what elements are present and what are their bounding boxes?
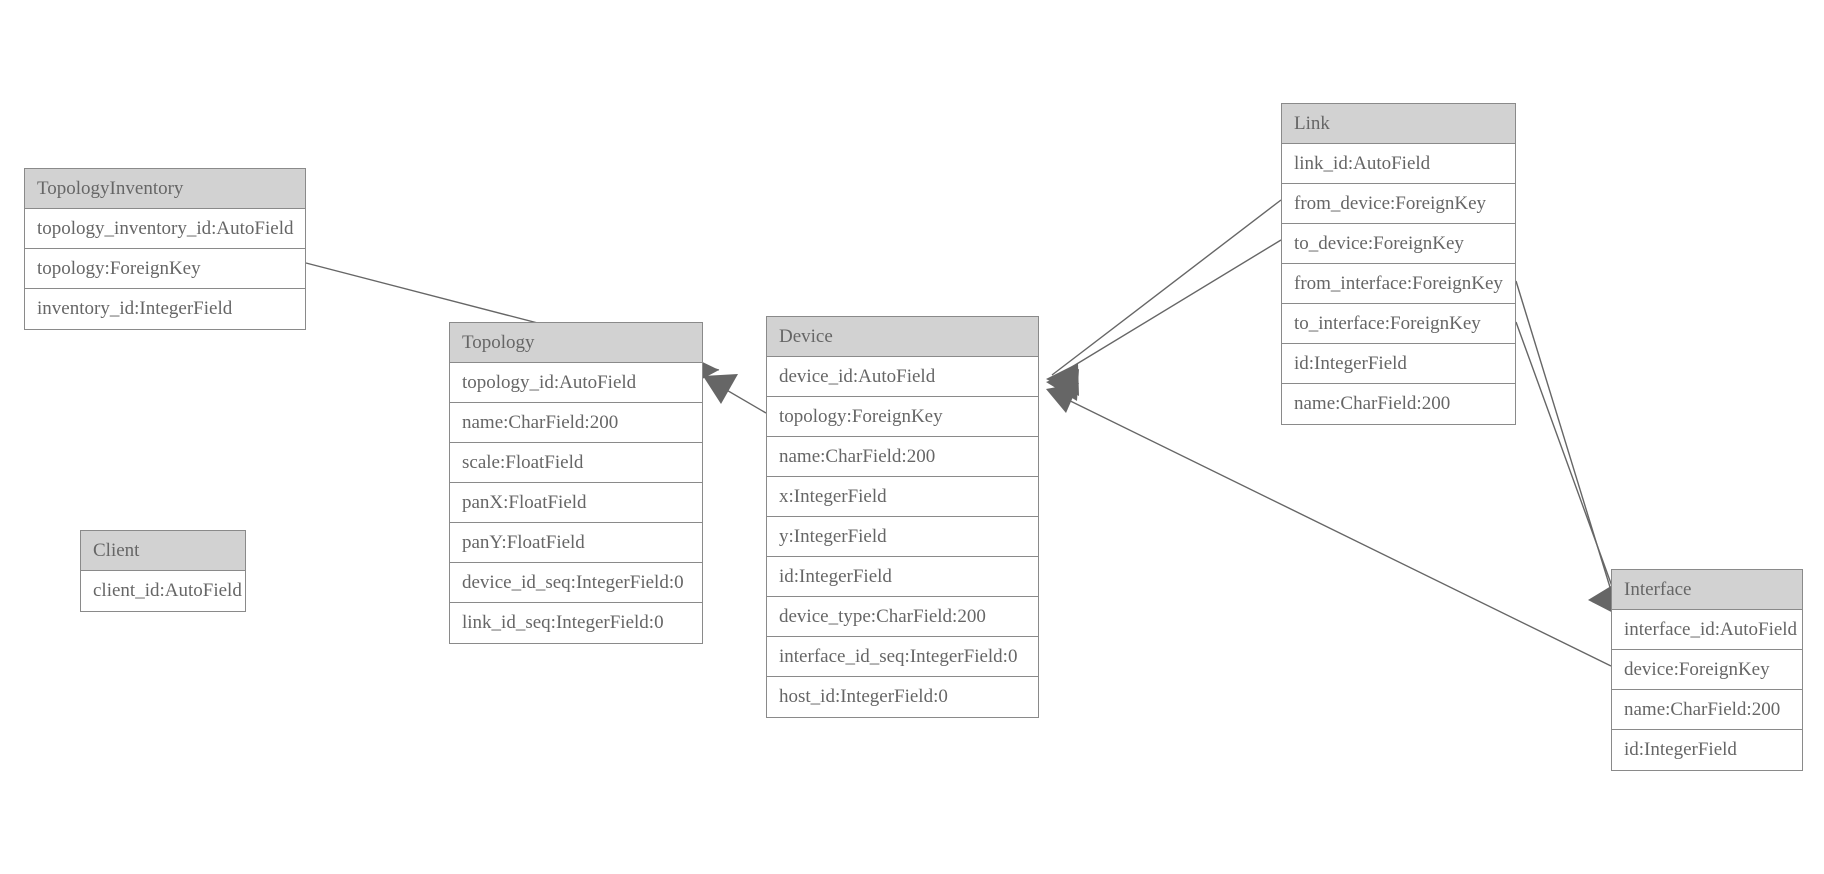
entity-title-link: Link: [1282, 104, 1515, 144]
entity-title-topologyinventory: TopologyInventory: [25, 169, 305, 209]
entity-field: topology_inventory_id:AutoField: [25, 209, 305, 249]
relationship-line-interface-device: [1051, 391, 1612, 667]
entity-field: interface_id_seq:IntegerField:0: [767, 637, 1038, 677]
entity-field: scale:FloatField: [450, 443, 702, 483]
relationship-line-link-to-interface: [1515, 321, 1622, 612]
entity-field: inventory_id:IntegerField: [25, 289, 305, 329]
entity-field: topology:ForeignKey: [767, 397, 1038, 437]
entity-title-interface: Interface: [1612, 570, 1802, 610]
entity-field: x:IntegerField: [767, 477, 1038, 517]
entity-title-topology: Topology: [450, 323, 702, 363]
entity-field: device_type:CharField:200: [767, 597, 1038, 637]
entity-field: interface_id:AutoField: [1612, 610, 1802, 650]
relationship-arrowhead-link-from-device: [1046, 363, 1079, 396]
entity-field: link_id:AutoField: [1282, 144, 1515, 184]
entity-field: from_interface:ForeignKey: [1282, 264, 1515, 304]
entity-field: client_id:AutoField: [81, 571, 245, 611]
entity-field: to_device:ForeignKey: [1282, 224, 1515, 264]
entity-field: name:CharField:200: [767, 437, 1038, 477]
entity-title-device: Device: [767, 317, 1038, 357]
entity-field: topology:ForeignKey: [25, 249, 305, 289]
relationship-arrowhead-interface-device: [1046, 383, 1079, 413]
entity-field: id:IntegerField: [1612, 730, 1802, 770]
entity-field: device_id:AutoField: [767, 357, 1038, 397]
relationship-line-link-from-device: [1051, 199, 1282, 376]
entity-field: topology_id:AutoField: [450, 363, 702, 403]
relationship-arrowhead-link-to-device: [1046, 369, 1079, 401]
entity-field: device_id_seq:IntegerField:0: [450, 563, 702, 603]
entity-field: name:CharField:200: [450, 403, 702, 443]
entity-field: name:CharField:200: [1282, 384, 1515, 424]
entity-field: id:IntegerField: [767, 557, 1038, 597]
entity-field: id:IntegerField: [1282, 344, 1515, 384]
entity-title-client: Client: [81, 531, 245, 571]
entity-field: name:CharField:200: [1612, 690, 1802, 730]
entity-field: panX:FloatField: [450, 483, 702, 523]
relationship-line-link-from-interface: [1515, 280, 1618, 611]
entity-field: host_id:IntegerField:0: [767, 677, 1038, 717]
entity-field: link_id_seq:IntegerField:0: [450, 603, 702, 643]
entity-field: panY:FloatField: [450, 523, 702, 563]
relationship-arrowhead-device-topology: [703, 374, 738, 404]
relationship-line-device-topology: [705, 377, 767, 414]
entity-field: to_interface:ForeignKey: [1282, 304, 1515, 344]
entity-field: from_device:ForeignKey: [1282, 184, 1515, 224]
entity-field: y:IntegerField: [767, 517, 1038, 557]
entity-field: device:ForeignKey: [1612, 650, 1802, 690]
relationship-line-link-to-device: [1051, 239, 1282, 380]
